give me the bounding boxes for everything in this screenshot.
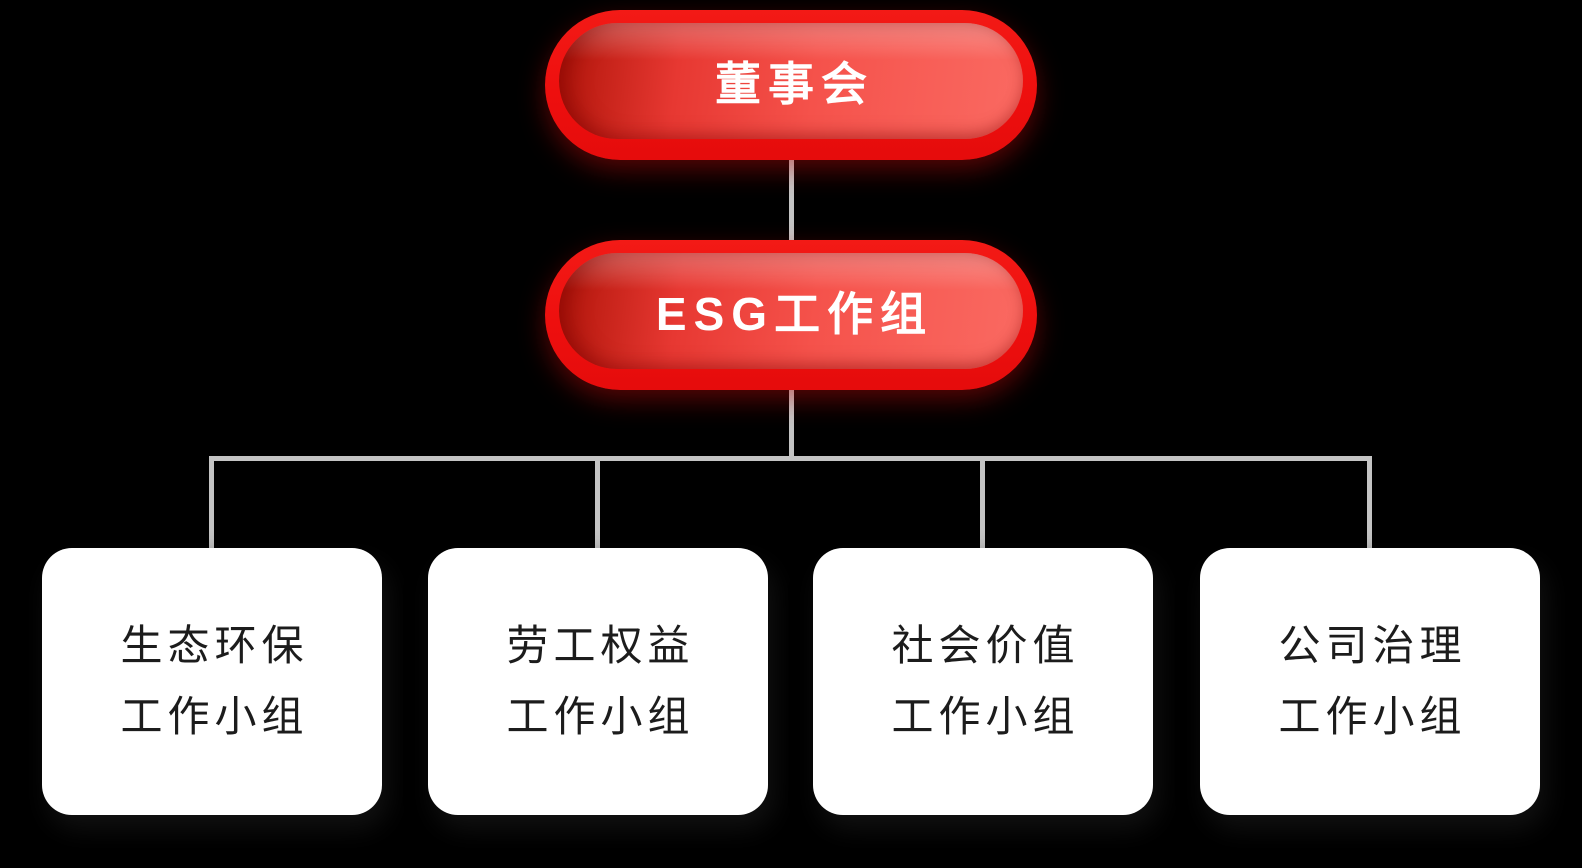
group-node-labor-rights: 劳工权益 工作小组 [428,548,768,815]
connector-esg-to-bar [789,388,794,460]
connector-drop-group-4 [1367,456,1372,550]
group-node-corporate-governance: 公司治理 工作小组 [1200,548,1540,815]
connector-board-to-esg [789,158,794,244]
board-node-label: 董事会 [715,58,874,110]
connector-horizontal-bar [210,456,1372,461]
connector-drop-group-3 [980,456,985,550]
group-node-social-value: 社会价值 工作小组 [813,548,1153,815]
group-node-corporate-governance-label-line1: 公司治理 [1278,622,1467,670]
group-node-ecology: 生态环保 工作小组 [42,548,382,815]
group-node-labor-rights-label-line1: 劳工权益 [506,622,695,670]
group-node-corporate-governance-label-line2: 工作小组 [1278,692,1467,740]
group-node-labor-rights-label-line2: 工作小组 [506,692,695,740]
esg-workgroup-node-label: ESG工作组 [655,288,934,340]
group-node-social-value-label-line2: 工作小组 [891,692,1080,740]
esg-workgroup-node: ESG工作组 [545,240,1037,390]
group-node-ecology-label-line2: 工作小组 [120,692,309,740]
connector-drop-group-1 [209,456,214,550]
group-node-social-value-label-line1: 社会价值 [891,622,1080,670]
esg-workgroup-node-surface: ESG工作组 [559,253,1023,369]
board-node-surface: 董事会 [559,23,1023,139]
connector-drop-group-2 [595,456,600,550]
group-node-ecology-label-line1: 生态环保 [120,622,309,670]
board-node: 董事会 [545,10,1037,160]
